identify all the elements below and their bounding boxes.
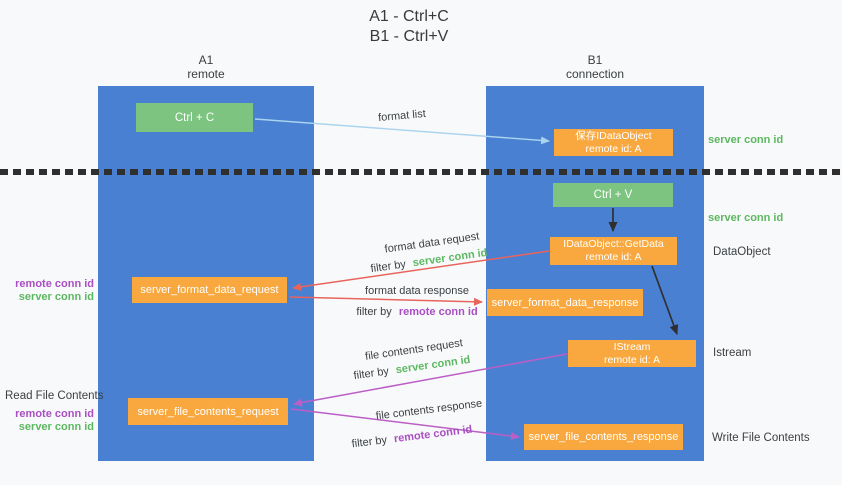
- annotation-dataobject: DataObject: [713, 246, 771, 258]
- annotation-remote-conn-id: remote conn id: [15, 278, 94, 290]
- node-server-file-contents-response: server_file_contents_response: [524, 424, 683, 450]
- node-istream: IStream remote id: A: [568, 340, 696, 367]
- page-title: A1 - Ctrl+C B1 - Ctrl+V: [309, 7, 509, 47]
- arrow-file-contents-response: [290, 408, 520, 440]
- arrow-getdata-to-istream: [651, 265, 679, 335]
- dashed-divider: [0, 169, 842, 175]
- page-title-line2: B1 - Ctrl+V: [369, 28, 449, 45]
- annotation-remote-conn-id-bottom: remote conn id: [15, 408, 94, 420]
- node-server-format-data-request: server_format_data_request: [132, 277, 287, 303]
- node-ctrl-c-label: Ctrl + C: [174, 111, 215, 124]
- lane-header-b1: B1 connection: [486, 53, 704, 81]
- node-save-idataobject: 保存IDataObject remote id: A: [554, 129, 673, 156]
- node-istream-line2: remote id: A: [603, 353, 661, 366]
- annotation-server-conn-id-top: server conn id: [708, 134, 784, 146]
- arrow-format-list: [254, 118, 550, 145]
- node-getdata-line1: IDataObject::GetData: [563, 238, 664, 250]
- arrow-file-contents-request: [293, 353, 568, 407]
- node-server-format-data-response: server_format_data_response: [487, 289, 643, 316]
- node-file-request-label: server_file_contents_request: [137, 405, 279, 418]
- node-save-idataobject-line2: remote id: A: [585, 142, 642, 155]
- node-getdata-line2: remote id: A: [585, 251, 642, 263]
- lane-b1-subtitle: connection: [565, 67, 625, 81]
- node-format-request-label: server_format_data_request: [140, 284, 279, 296]
- remote-conn-id-text: remote conn id: [398, 306, 478, 318]
- node-ctrl-v: Ctrl + V: [553, 183, 673, 207]
- arrow-format-data-response: [289, 296, 483, 306]
- annotation-istream: Istream: [713, 347, 752, 359]
- page-title-line1: A1 - Ctrl+C: [369, 8, 449, 25]
- node-ctrl-v-label: Ctrl + V: [593, 189, 633, 201]
- node-ctrl-c: Ctrl + C: [136, 103, 253, 132]
- annotation-read-file-contents: Read File Contents: [5, 390, 104, 402]
- annotation-write-file-contents: Write File Contents: [712, 432, 810, 444]
- node-file-response-label: server_file_contents_response: [528, 431, 679, 443]
- node-save-idataobject-line1: 保存IDataObject: [575, 129, 652, 142]
- node-format-response-label: server_format_data_response: [491, 296, 639, 309]
- arrow-format-data-request: [292, 250, 550, 291]
- node-istream-line1: IStream: [613, 340, 651, 353]
- filter-by-text: filter by: [356, 306, 392, 318]
- annotation-left-conn-ids: remote conn id server conn id: [8, 278, 94, 304]
- edge-label-filter-remote-1: filter by remote conn id: [356, 306, 477, 318]
- annotation-server-conn-id-mid: server conn id: [708, 212, 784, 224]
- edge-label-format-data-response: format data response: [365, 285, 469, 297]
- annotation-read-file-block: Read File Contents remote conn id server…: [5, 390, 104, 434]
- annotation-server-conn-id: server conn id: [18, 291, 94, 303]
- lane-header-a1: A1 remote: [98, 53, 314, 81]
- node-server-file-contents-request: server_file_contents_request: [128, 398, 288, 425]
- node-idataobject-getdata: IDataObject::GetData remote id: A: [550, 237, 677, 265]
- lane-a1-subtitle: remote: [187, 67, 225, 81]
- lane-a1-id: A1: [198, 53, 214, 67]
- annotation-server-conn-id-bottom: server conn id: [18, 421, 94, 433]
- lane-b1-id: B1: [587, 53, 603, 67]
